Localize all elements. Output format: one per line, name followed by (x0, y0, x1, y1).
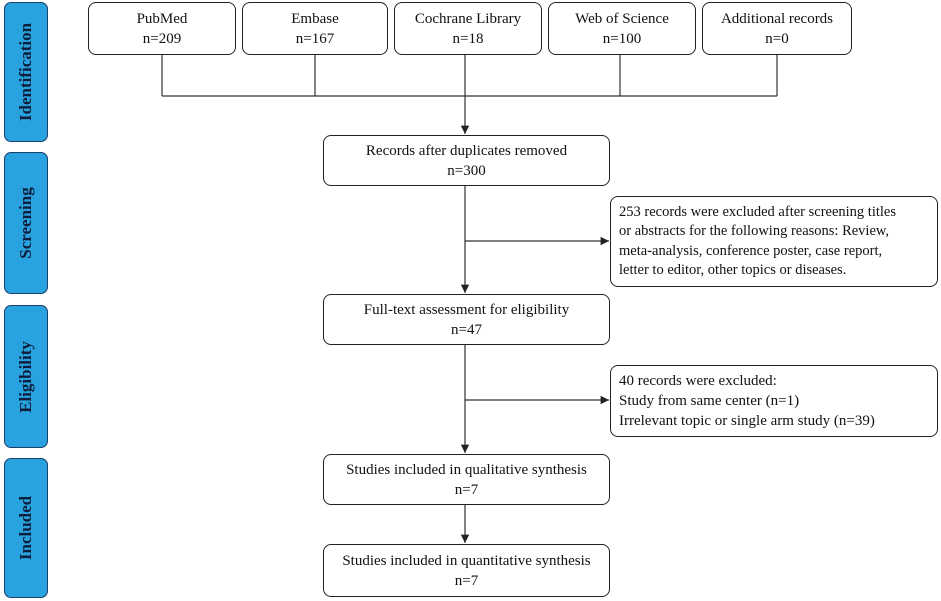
stage-eligibility: Eligibility (4, 305, 48, 448)
qualitative-box: Studies included in qualitative synthesi… (323, 454, 610, 505)
quantitative-box: Studies included in quantitative synthes… (323, 544, 610, 597)
screening-exclusion-box: 253 records were excluded after screenin… (610, 196, 938, 287)
stage-screening: Screening (4, 152, 48, 294)
stage-identification: Identification (4, 2, 48, 142)
stage-included: Included (4, 458, 48, 598)
eligibility-exclusion-box: 40 records were excluded: Study from sam… (610, 365, 938, 437)
